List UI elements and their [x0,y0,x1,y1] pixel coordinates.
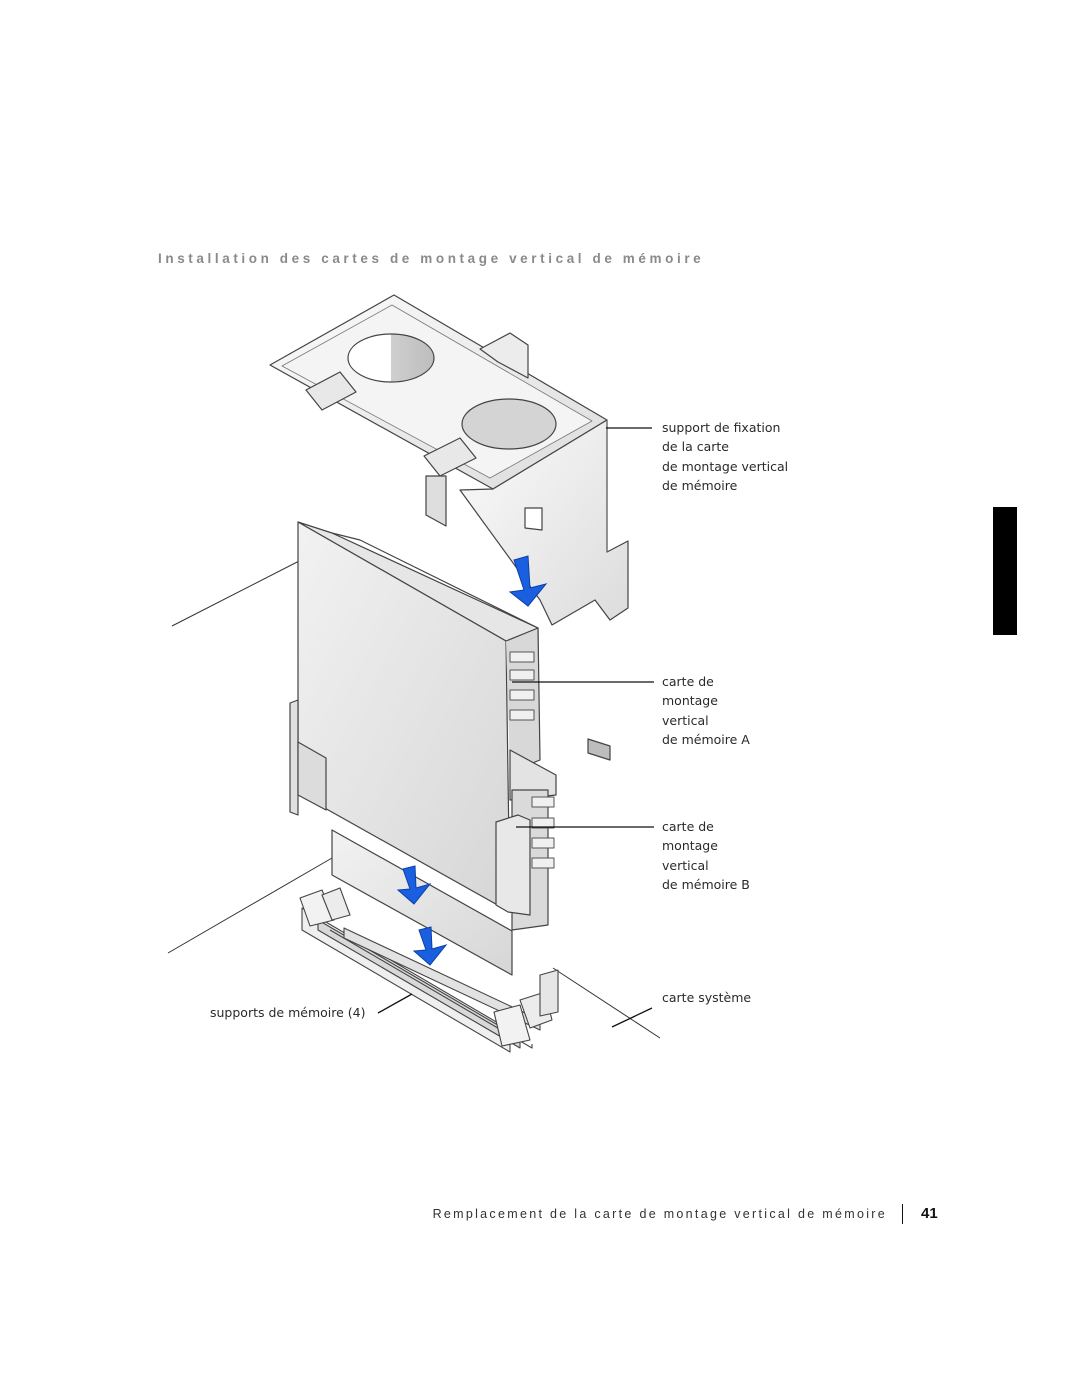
system-board-lines [167,557,661,1039]
riser-a-slots [509,651,535,721]
callout-line: supports de mémoire (4) [210,1005,366,1020]
riser-b-slots [531,796,555,869]
callout-line: vertical [662,712,709,728]
memory-sockets [299,887,559,1053]
callout-riser-b: carte de montage vertical de mémoire B [662,817,750,895]
riser-bracket [269,294,629,626]
callout-system-board: carte système [662,988,751,1007]
down-arrow-icon [508,555,548,607]
memory-riser-b [331,738,611,976]
callout-line: support de fixation [662,420,781,435]
chapter-tab-marker [993,507,1017,635]
callout-leader-lines [377,427,654,1028]
callout-line: de mémoire A [662,732,750,748]
callout-line: de montage vertical [662,458,789,474]
down-arrow-icon [412,926,448,966]
callout-riser-a: carte de montage vertical de mémoire A [662,672,750,750]
down-arrow-icon [396,865,432,905]
footer-title: Remplacement de la carte de montage vert… [432,1207,887,1221]
callout-line: de mémoire [662,478,738,494]
callout-line: de mémoire B [662,877,750,893]
callout-line: carte de [662,674,714,689]
callout-line: carte de [662,819,714,834]
callout-line: montage [662,838,718,854]
footer-separator [902,1204,903,1224]
callout-line: vertical [662,857,709,873]
callout-line: carte système [662,990,752,1005]
section-title: Installation des cartes de montage verti… [158,251,705,266]
callout-bracket: support de fixation de la carte de monta… [662,418,788,496]
page-footer: Remplacement de la carte de montage vert… [0,1204,940,1228]
callout-line: montage [662,693,718,709]
callout-line: de la carte [662,439,729,455]
callout-memory-sockets: supports de mémoire (4) [210,1003,365,1022]
memory-riser-a [289,521,541,913]
page-number: 41 [921,1205,938,1222]
